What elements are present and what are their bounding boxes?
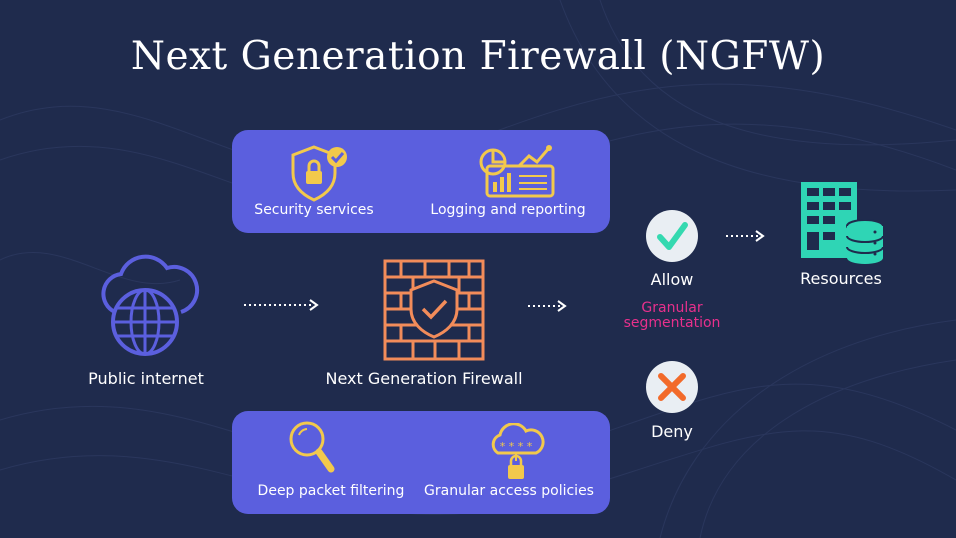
granular-segmentation-label: Granular segmentation	[623, 300, 721, 331]
building-database-icon	[801, 182, 884, 264]
bottom-services-panel: Deep packet filtering * * * * Granular a…	[232, 411, 610, 514]
firewall-label: Next Generation Firewall	[325, 369, 523, 388]
dashboard-chart-icon	[479, 145, 555, 198]
top-services-panel: Security services Logging and reporting	[232, 130, 610, 233]
page-title: Next Generation Firewall (NGFW)	[130, 34, 826, 79]
logging-reporting-label: Logging and reporting	[430, 202, 586, 218]
deny-circle	[646, 361, 698, 413]
x-icon	[658, 373, 686, 401]
svg-text:* * * *: * * * *	[500, 440, 533, 453]
arrow-firewall-to-decision	[528, 300, 567, 312]
allow-label: Allow	[650, 270, 694, 289]
allow-circle	[646, 210, 698, 262]
granular-access-label: Granular access policies	[424, 483, 594, 499]
magnifier-icon	[289, 421, 335, 473]
shield-lock-check-icon	[291, 145, 347, 202]
security-services-label: Security services	[254, 202, 374, 218]
arrow-allow-to-resources	[726, 230, 765, 242]
cloud-password-lock-icon: * * * *	[491, 423, 545, 479]
cloud-globe-icon	[101, 254, 200, 356]
brick-wall-shield-icon	[383, 259, 485, 361]
arrow-internet-to-firewall	[244, 299, 319, 311]
public-internet-label: Public internet	[88, 369, 204, 388]
resources-label: Resources	[800, 269, 882, 288]
deep-packet-filtering-label: Deep packet filtering	[257, 483, 405, 499]
deny-label: Deny	[651, 422, 693, 441]
checkmark-icon	[657, 222, 688, 250]
